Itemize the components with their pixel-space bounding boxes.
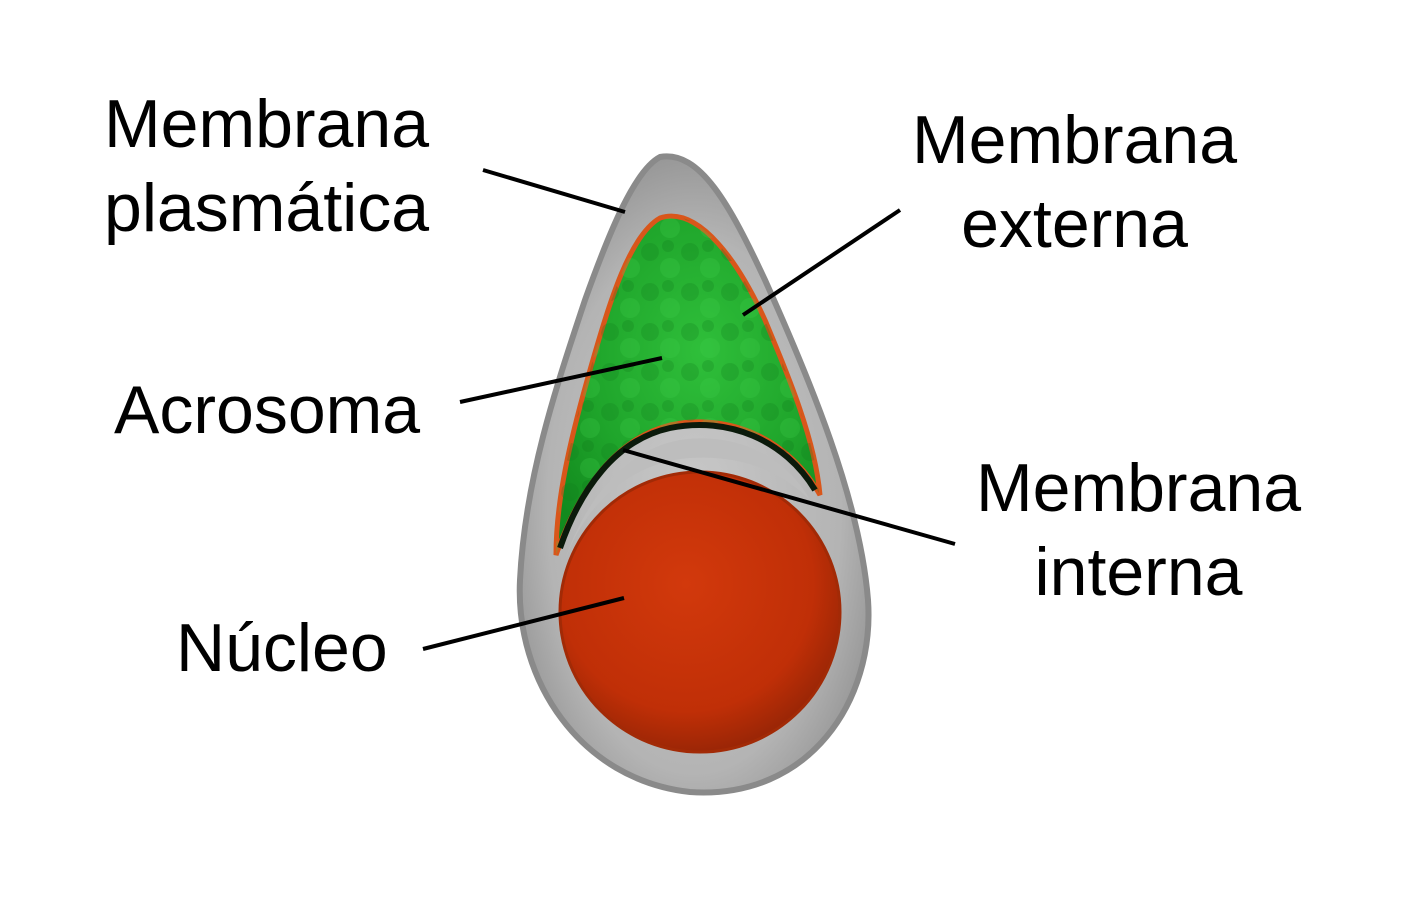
label-outer-membrane: Membrana externa bbox=[912, 98, 1237, 266]
label-outer-membrane-line2: externa bbox=[961, 186, 1188, 262]
leader-inner-membrane bbox=[622, 448, 956, 546]
label-outer-membrane-line1: Membrana bbox=[912, 102, 1238, 178]
label-inner-membrane-line2: interna bbox=[1034, 534, 1243, 610]
label-acrosome: Acrosoma bbox=[114, 372, 421, 448]
label-plasma-membrane-line1: Membrana bbox=[104, 86, 430, 162]
leader-acrosome bbox=[459, 356, 663, 404]
label-plasma-membrane: Membrana plasmática bbox=[104, 82, 429, 250]
leader-plasma-membrane bbox=[482, 168, 626, 214]
label-nucleus: Núcleo bbox=[176, 610, 388, 686]
leader-nucleus bbox=[422, 596, 625, 651]
label-plasma-membrane-line2: plasmática bbox=[104, 170, 430, 246]
inner-membrane-edge bbox=[557, 422, 818, 549]
acrosome-texture bbox=[556, 216, 820, 555]
label-inner-membrane: Membrana interna bbox=[976, 446, 1301, 614]
nucleus-shape bbox=[558, 470, 842, 754]
leader-outer-membrane bbox=[741, 208, 902, 317]
inner-gap bbox=[565, 438, 810, 560]
label-inner-membrane-line1: Membrana bbox=[976, 450, 1302, 526]
